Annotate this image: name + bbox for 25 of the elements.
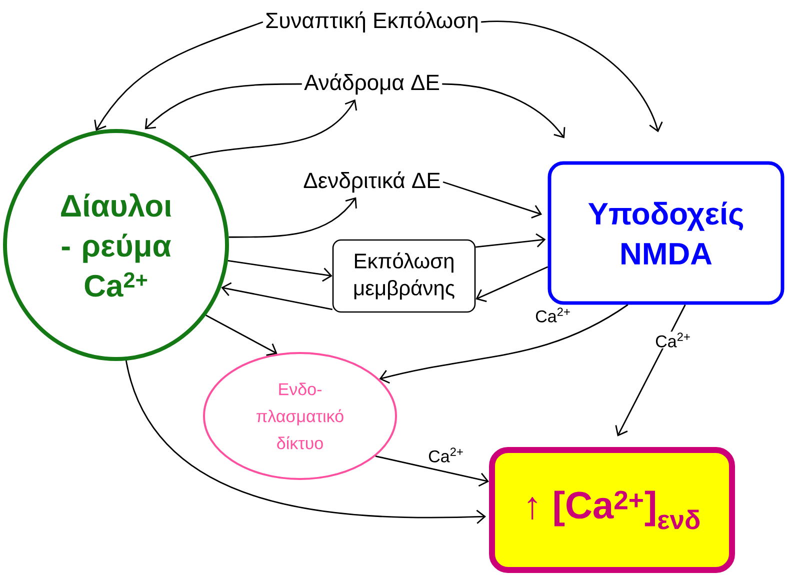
receptor-box: Υποδοχείς NMDA — [548, 161, 784, 305]
node-text: Συναπτική Εκπόλωση — [266, 11, 478, 33]
arrow — [125, 360, 486, 524]
edge-label: Ca$^{2+}$ — [427, 446, 465, 464]
arrow — [481, 20, 663, 132]
process-box: Εκπόλωση μεμβράνης — [332, 239, 476, 313]
edge-label: Ca$^{2+}$ — [534, 306, 572, 324]
arrow — [476, 233, 546, 248]
arrow — [221, 282, 332, 310]
node-text: Ανάδρομα ΔΕ — [304, 73, 439, 95]
arrow — [228, 197, 357, 238]
arrow — [442, 181, 542, 218]
arrow — [442, 83, 566, 138]
arrow — [476, 266, 548, 302]
arrow — [190, 99, 358, 158]
edge-label: Ca$^{2+}$ — [654, 332, 692, 348]
arrow — [615, 304, 686, 436]
node-text: Δενδριτικά ΔΕ — [304, 171, 440, 193]
arrow — [375, 455, 489, 487]
arrow — [379, 304, 628, 384]
arrow — [144, 83, 302, 130]
arrow — [206, 314, 278, 356]
arrow — [228, 260, 332, 282]
result-box: ↑ [Ca$^{2+}$]$_{ενδ}$ — [489, 447, 735, 573]
arrow — [94, 21, 264, 131]
